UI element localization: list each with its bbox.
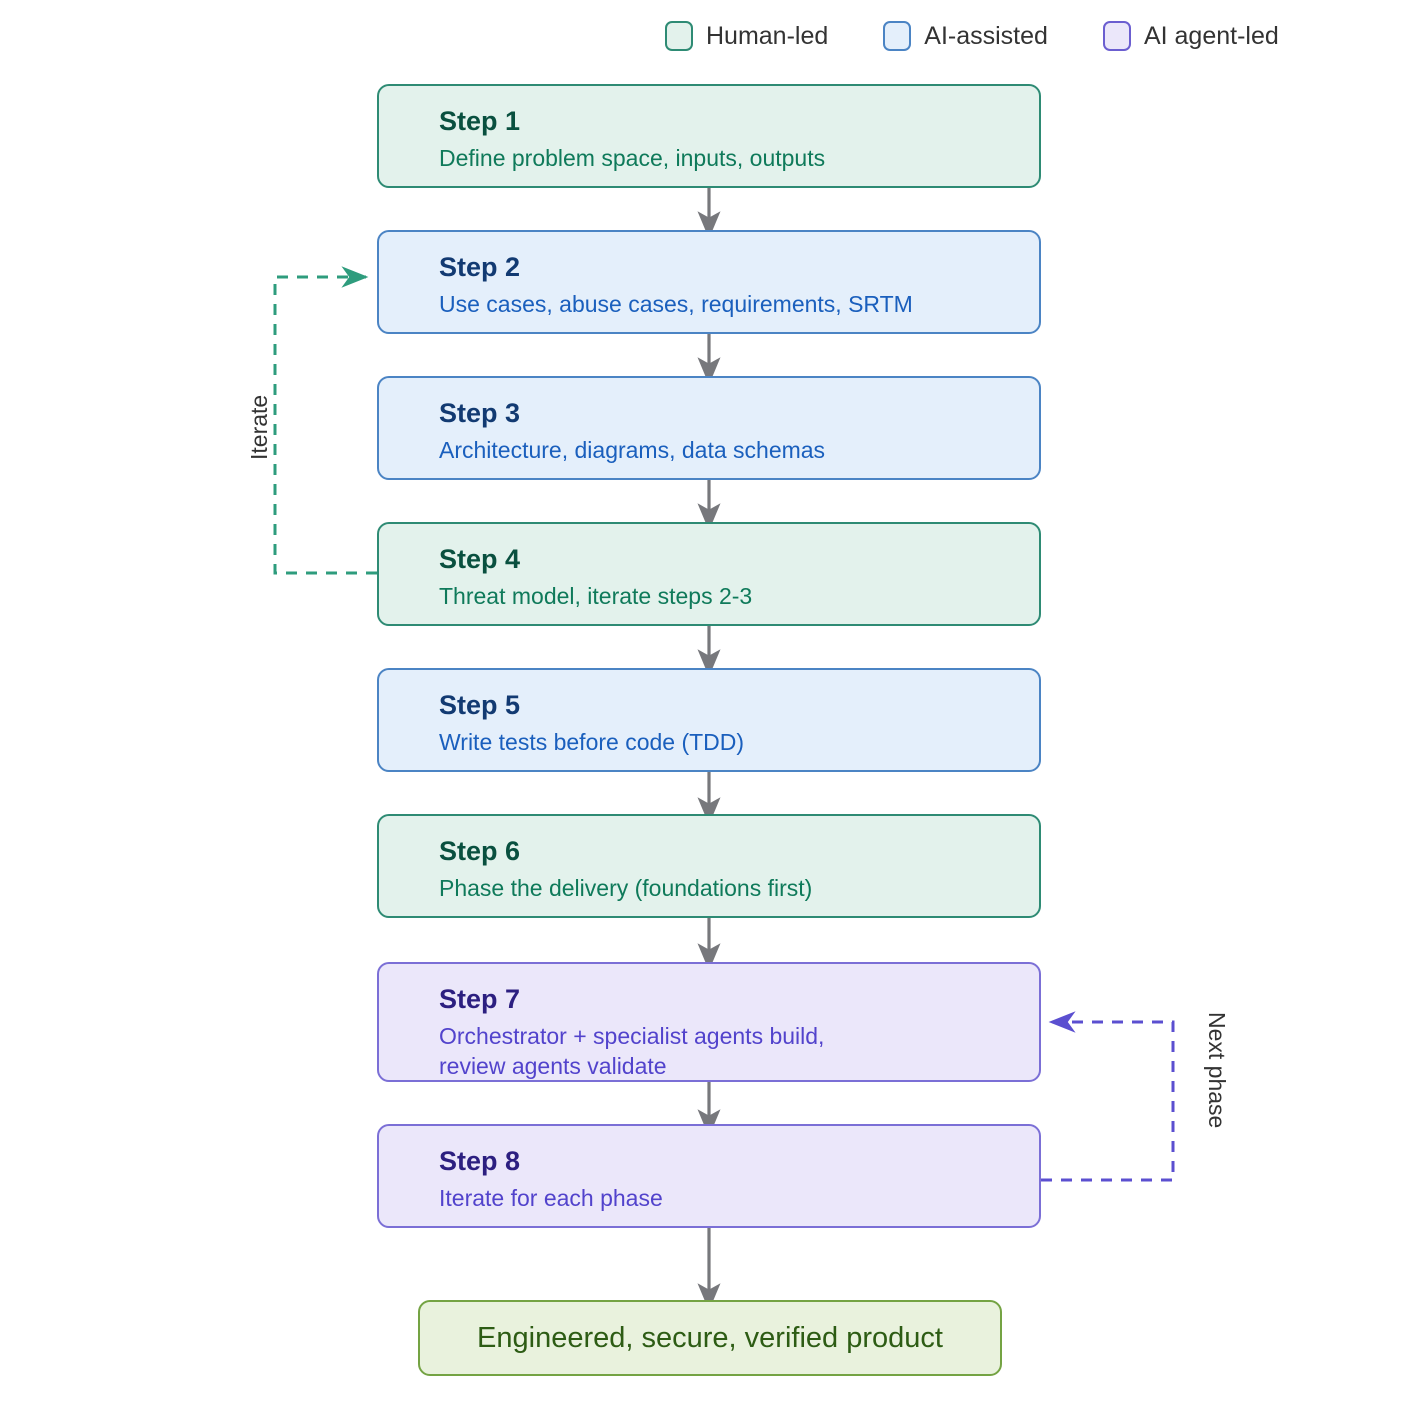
node-step-4[interactable]: Step 4 Threat model, iterate steps 2-3 (377, 522, 1041, 626)
node-step-6-desc: Phase the delivery (foundations first) (439, 875, 813, 901)
node-step-5-desc: Write tests before code (TDD) (439, 729, 745, 755)
node-step-7[interactable]: Step 7 Orchestrator + specialist agents … (377, 962, 1041, 1082)
legend-item-ai-assisted: AI-assisted (883, 21, 1048, 51)
node-step-1[interactable]: Step 1 Define problem space, inputs, out… (377, 84, 1041, 188)
node-step-1-desc: Define problem space, inputs, outputs (439, 145, 826, 171)
node-step-8-desc: Iterate for each phase (439, 1185, 663, 1211)
node-step-2-desc: Use cases, abuse cases, requirements, SR… (439, 291, 913, 317)
legend-item-ai-agent-led: AI agent-led (1102, 21, 1279, 51)
node-step-6-title: Step 6 (439, 836, 521, 866)
legend-item-human-led: Human-led (665, 21, 828, 51)
node-step-7-desc: Orchestrator + specialist agents build, … (439, 1023, 825, 1079)
ai-assisted-swatch (883, 21, 912, 51)
ai-agent-led-swatch (1102, 21, 1131, 51)
node-step-6[interactable]: Step 6 Phase the delivery (foundations f… (377, 814, 1041, 918)
legend-label-ai-agent-led: AI agent-led (1143, 21, 1279, 50)
node-step-8[interactable]: Step 8 Iterate for each phase (377, 1124, 1041, 1228)
node-step-3-title: Step 3 (439, 398, 521, 428)
iterate-loop-path (273, 266, 377, 575)
node-step-4-desc: Threat model, iterate steps 2-3 (439, 583, 753, 609)
node-step-4-title: Step 4 (439, 544, 521, 574)
legend-label-human-led: Human-led (706, 21, 829, 50)
terminal-label: Engineered, secure, verified product (477, 1321, 943, 1354)
node-step-7-title: Step 7 (439, 984, 521, 1014)
node-step-2-title: Step 2 (439, 252, 521, 282)
node-terminal-outcome[interactable]: Engineered, secure, verified product (418, 1300, 1002, 1376)
node-step-1-title: Step 1 (439, 106, 521, 136)
node-step-5[interactable]: Step 5 Write tests before code (TDD) (377, 668, 1041, 772)
node-step-5-title: Step 5 (439, 690, 521, 720)
node-step-3[interactable]: Step 3 Architecture, diagrams, data sche… (377, 376, 1041, 480)
node-step-8-title: Step 8 (439, 1146, 521, 1176)
node-step-2[interactable]: Step 2 Use cases, abuse cases, requireme… (377, 230, 1041, 334)
next-phase-loop-path (1041, 1011, 1175, 1182)
legend-label-ai-assisted: AI-assisted (924, 21, 1048, 50)
iterate-loop-label: Iterate (246, 394, 272, 460)
legend: Human-led AI-assisted AI agent-led (665, 14, 1279, 58)
node-step-3-desc: Architecture, diagrams, data schemas (439, 437, 826, 463)
human-led-swatch (665, 21, 693, 51)
next-phase-loop-label: Next phase (1204, 1012, 1230, 1129)
